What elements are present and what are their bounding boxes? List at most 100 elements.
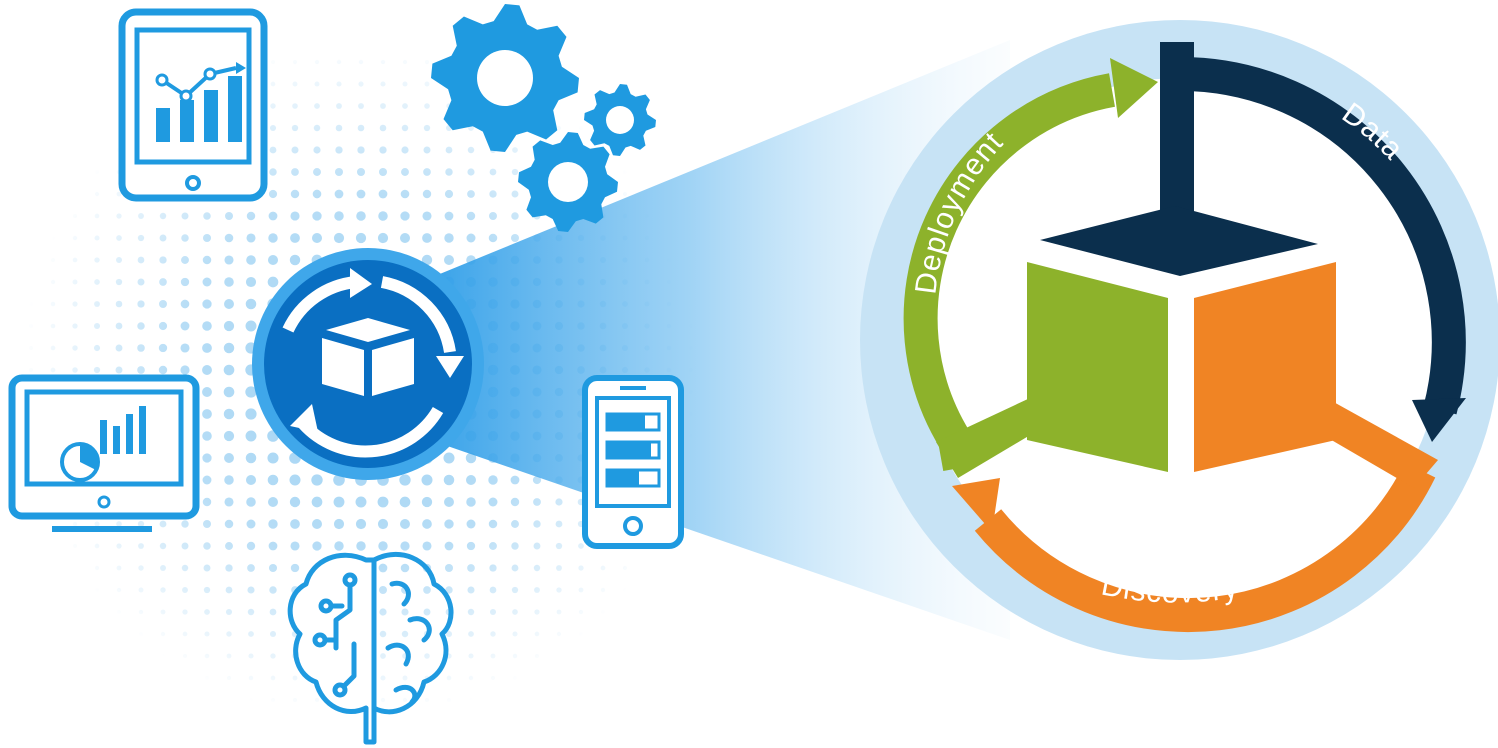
halftone-dot — [73, 192, 77, 196]
halftone-dot — [202, 343, 212, 353]
halftone-dot — [202, 497, 212, 507]
halftone-dot — [267, 496, 279, 508]
halftone-dot — [400, 189, 410, 199]
halftone-dot — [224, 277, 234, 287]
halftone-dot — [271, 698, 275, 702]
halftone-dot — [292, 697, 298, 703]
halftone-dot — [401, 124, 409, 132]
halftone-dot — [424, 697, 430, 703]
halftone-dot — [556, 609, 562, 615]
halftone-dot — [29, 346, 33, 350]
halftone-dot — [601, 676, 605, 680]
halftone-dot — [534, 631, 540, 637]
halftone-dot — [50, 345, 56, 351]
halftone-dot — [469, 698, 473, 702]
halftone-dot — [601, 82, 605, 86]
halftone-dot — [204, 609, 210, 615]
halftone-dot — [380, 81, 386, 87]
halftone-dot — [72, 235, 78, 241]
halftone-dot — [72, 543, 78, 549]
halftone-dot — [600, 565, 606, 571]
halftone-dot — [94, 257, 100, 263]
halftone-dot — [423, 124, 431, 132]
halftone-dot — [336, 103, 342, 109]
halftone-dot — [159, 520, 167, 528]
halftone-dot — [315, 720, 319, 724]
halftone-dot — [402, 697, 408, 703]
halftone-dot — [291, 146, 299, 154]
halftone-dot — [159, 256, 167, 264]
halftone-dot — [400, 563, 410, 573]
halftone-dot — [290, 211, 300, 221]
halftone-dot — [623, 654, 627, 658]
halftone-dot — [158, 343, 168, 353]
halftone-dot — [203, 586, 211, 594]
halftone-dot — [290, 189, 300, 199]
halftone-dot — [399, 232, 411, 244]
halftone-dot — [555, 520, 563, 528]
halftone-dot — [268, 519, 278, 529]
halftone-dot — [246, 541, 256, 551]
halftone-dot — [556, 587, 562, 593]
halftone-dot — [249, 698, 253, 702]
halftone-dot — [358, 59, 364, 65]
halftone-dot — [116, 565, 122, 571]
halftone-dot — [445, 146, 453, 154]
halftone-dot — [489, 190, 497, 198]
halftone-dot — [512, 631, 518, 637]
discovery-arc — [974, 462, 1436, 633]
halftone-dot — [267, 276, 279, 288]
gear-hole — [606, 106, 634, 134]
halftone-dot — [513, 676, 517, 680]
halftone-dot — [601, 632, 605, 636]
halftone-dot — [95, 588, 99, 592]
halftone-dot — [423, 608, 431, 616]
halftone-dot — [202, 365, 212, 375]
halftone-dot — [423, 168, 431, 176]
halftone-dot — [359, 720, 363, 724]
halftone-dot — [137, 278, 145, 286]
halftone-dot — [556, 631, 562, 637]
halftone-dot — [292, 81, 298, 87]
halftone-dot — [139, 698, 143, 702]
halftone-dot — [72, 279, 78, 285]
halftone-dot — [160, 587, 166, 593]
halftone-dot — [313, 124, 321, 132]
halftone-dot — [600, 587, 606, 593]
halftone-dot — [379, 608, 387, 616]
halftone-dot — [205, 676, 209, 680]
halftone-dot — [268, 563, 278, 573]
halftone-dot — [245, 298, 257, 310]
halftone-dot — [246, 497, 256, 507]
halftone-dot — [202, 233, 212, 243]
halftone-dot — [73, 148, 77, 152]
halftone-dot — [380, 59, 386, 65]
ai-brain-icon — [287, 551, 454, 745]
halftone-dot — [447, 38, 451, 42]
halftone-dot — [579, 104, 583, 108]
cube-left-face — [1027, 262, 1168, 472]
halftone-dot — [72, 367, 78, 373]
halftone-dot — [227, 698, 231, 702]
halftone-dot — [116, 191, 122, 197]
halftone-dot — [181, 542, 189, 550]
halftone-dot — [29, 214, 33, 218]
halftone-dot — [467, 564, 475, 572]
halftone-dot — [203, 564, 211, 572]
model-cycle-hub-icon — [252, 248, 484, 480]
halftone-dot — [95, 610, 99, 614]
halftone-dot — [645, 632, 649, 636]
halftone-dot — [95, 170, 99, 174]
halftone-dot — [469, 720, 473, 724]
halftone-dot — [357, 124, 365, 132]
halftone-dot — [355, 232, 367, 244]
halftone-dot — [447, 698, 451, 702]
halftone-dot — [446, 675, 452, 681]
halftone-dot — [336, 59, 342, 65]
halftone-dot — [489, 168, 497, 176]
halftone-dot — [466, 541, 476, 551]
halftone-dot — [489, 564, 497, 572]
halftone-dot — [466, 233, 476, 243]
halftone-dot — [314, 103, 320, 109]
halftone-dot — [182, 631, 188, 637]
